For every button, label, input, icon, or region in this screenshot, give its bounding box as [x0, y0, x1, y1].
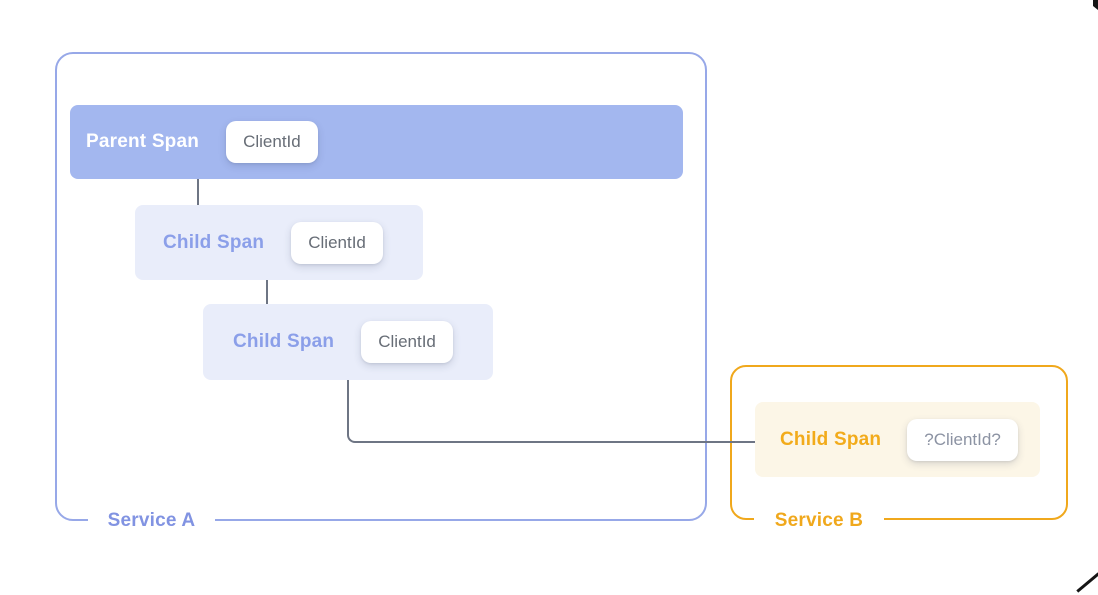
screen-corner-artifact-top-right	[1093, 0, 1098, 10]
service-b-label: Service B	[774, 510, 864, 531]
clientid-chip: ClientId	[361, 321, 453, 363]
child-span-1-node: Child Span ClientId	[135, 205, 423, 280]
service-a-boundary	[55, 52, 707, 521]
child-span-1-title: Child Span	[163, 231, 265, 253]
parent-span-node: Parent Span ClientId	[70, 105, 683, 179]
screen-corner-artifact-bottom-right	[1076, 572, 1098, 593]
connector-child2-to-service-b	[347, 379, 757, 443]
child-span-2-title: Child Span	[233, 331, 335, 352]
unknown-clientid-chip: ?ClientId?	[907, 418, 1018, 461]
clientid-chip: ClientId	[226, 121, 318, 163]
service-b-child-span-node: Child Span ?ClientId?	[755, 402, 1040, 477]
child-span-2-node: Child Span ClientId	[203, 304, 493, 380]
connector-parent-to-child1	[197, 179, 199, 206]
parent-span-title: Parent Span	[86, 131, 200, 152]
service-a-label: Service A	[107, 510, 196, 531]
service-a-border-gap	[88, 514, 215, 526]
clientid-chip: ClientId	[291, 221, 383, 264]
connector-child1-to-child2	[266, 279, 268, 306]
service-b-border-gap	[754, 512, 884, 524]
service-b-child-span-title: Child Span	[780, 428, 882, 450]
